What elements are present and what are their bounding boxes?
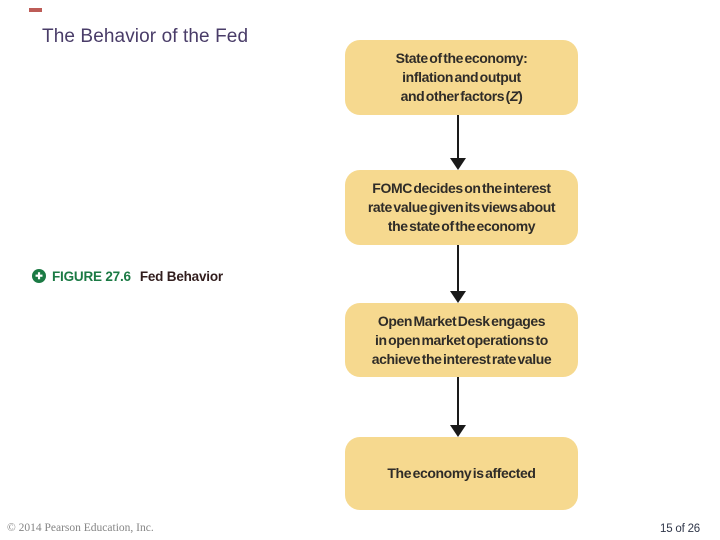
arrow-shaft xyxy=(457,377,459,425)
slide-accent-mark xyxy=(29,8,42,12)
down-arrow xyxy=(450,115,466,170)
down-arrow xyxy=(450,377,466,437)
down-arrow xyxy=(450,245,466,303)
box-line: in open market operations to xyxy=(375,331,548,348)
box-line: FOMC decides on the interest xyxy=(372,180,551,196)
flow-box-fomc-decides: FOMC decides on the interest rate value … xyxy=(345,170,578,245)
box-line: and other factors (Z) xyxy=(401,87,523,106)
box-line-text: ) xyxy=(518,88,523,104)
circled-plus-icon: ✚ xyxy=(32,269,46,283)
figure-caption: ✚ FIGURE 27.6 Fed Behavior xyxy=(32,267,223,285)
box-line: State of the economy: xyxy=(395,50,528,66)
box-line: Open Market Desk engages xyxy=(377,312,546,329)
arrow-head-icon xyxy=(450,158,466,170)
page-title: The Behavior of the Fed xyxy=(42,26,249,47)
arrow-shaft xyxy=(457,115,459,158)
flow-box-economy-affected: The economy is affected xyxy=(345,437,578,510)
arrow-head-icon xyxy=(450,291,466,303)
arrow-shaft xyxy=(457,245,459,291)
arrow-head-icon xyxy=(450,425,466,437)
figure-title: Fed Behavior xyxy=(139,268,223,284)
box-line-variable: Z xyxy=(509,88,519,104)
flow-box-state-of-economy: State of the economy: inflation and outp… xyxy=(345,40,578,115)
box-line: The economy is affected xyxy=(387,465,536,481)
box-line: rate value given its views about xyxy=(367,199,556,215)
box-line: achieve the interest rate value xyxy=(371,350,552,367)
figure-label: FIGURE 27.6 xyxy=(52,268,131,284)
copyright-text: © 2014 Pearson Education, Inc. xyxy=(7,522,154,534)
box-line: inflation and output xyxy=(402,69,521,85)
box-line: the state of the economy xyxy=(387,218,536,234)
box-line-text: and other factors ( xyxy=(400,88,511,104)
page-number: 15 of 26 xyxy=(660,523,700,535)
flow-box-open-market-desk: Open Market Desk engages in open market … xyxy=(345,303,578,377)
